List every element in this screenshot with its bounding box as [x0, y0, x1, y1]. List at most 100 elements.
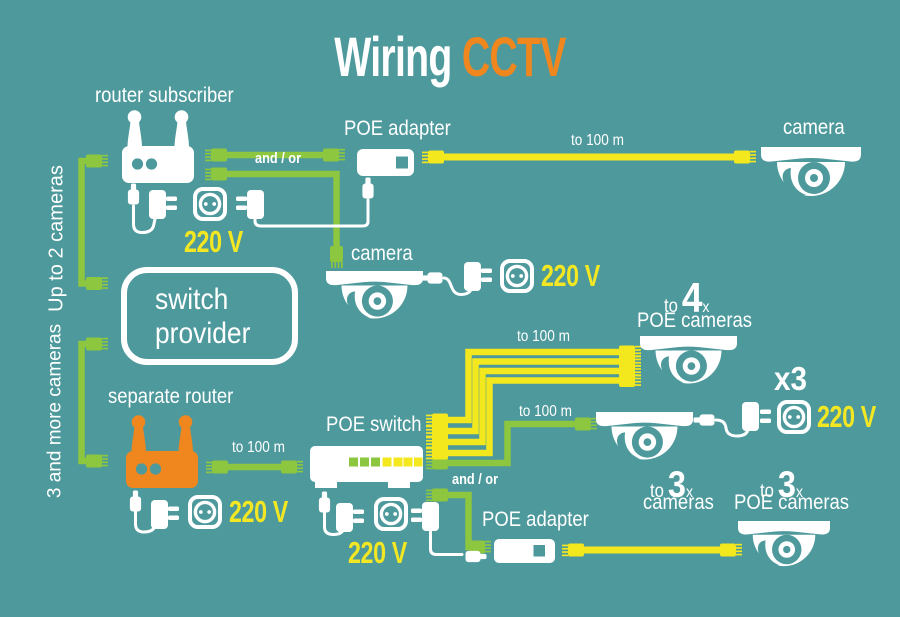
voltage-poe-switch: 220 V: [348, 535, 407, 570]
power-wires: [132, 198, 750, 556]
rj45-connector: [206, 460, 228, 474]
switch-provider-line1: switch: [155, 283, 229, 316]
rj45-connector: [562, 543, 584, 557]
bracket-label-up-to-2-cameras: Up to 2 cameras: [45, 165, 68, 312]
router-subscriber-icon: [122, 110, 194, 183]
poe-adapter1-label: POE adapter: [344, 117, 451, 140]
camera-top-right-icon: [761, 147, 861, 196]
camera-3x-poe-icon: [738, 521, 830, 567]
dc-plug-icon: [362, 177, 374, 199]
plug-prongs-icon: [411, 508, 422, 522]
rj45-connector: [323, 148, 345, 162]
voltage-cameras-x3: 220 V: [817, 399, 876, 434]
poe-switch-label: POE switch: [326, 413, 422, 436]
power-adapter-icon: [422, 502, 439, 531]
cable-length-bundle: to 100 m: [517, 328, 570, 345]
yellow-cables: [444, 153, 736, 554]
camera-3x-icon: [596, 412, 693, 460]
cable-length-single: to 100 m: [519, 403, 572, 420]
to-4x-count: 4: [681, 274, 703, 321]
rj45-connector: [426, 446, 448, 460]
dc-plug-icon: [421, 272, 443, 284]
socket-icon: [193, 187, 227, 221]
poe-adapter2-label: POE adapter: [482, 508, 589, 531]
separate-router-label: separate router: [108, 385, 234, 408]
to-3x-poe-prefix: to: [760, 481, 774, 502]
rj45-connector: [86, 337, 108, 351]
poe-switch-icon: [310, 446, 423, 488]
router1-power-wire: [132, 204, 157, 235]
cameras-3x-label: cameras: [643, 491, 714, 514]
voltage-router2: 220 V: [229, 494, 288, 529]
bundle-cable-3: [448, 367, 621, 446]
socket-icon: [500, 259, 534, 293]
camera-center-icon: [326, 271, 423, 319]
rj45-connector: [426, 488, 448, 502]
switch-provider-line2: provider: [155, 316, 251, 350]
poe-adapter2-power-wire: [429, 530, 464, 556]
bundle-cable-1: [448, 348, 621, 424]
socket-icon: [374, 497, 408, 531]
bracket-label-3-and-more-cameras: 3 and more cameras: [44, 323, 66, 499]
rj45-connector: [86, 154, 108, 168]
plug-prongs-icon: [760, 409, 771, 423]
camera-top-right-label: camera: [783, 116, 845, 139]
dc-plug-icon: [318, 491, 331, 513]
power-adapter-icon: [149, 190, 166, 219]
plug-prongs-icon: [236, 196, 247, 210]
power-adapter-icon: [742, 402, 759, 431]
power-adapter-icon: [151, 500, 168, 529]
rj45-connector: [422, 150, 444, 164]
bundle-cable-2: [448, 358, 621, 435]
poe-adapter1-power-wire: [253, 198, 370, 228]
power-adapter-icon: [464, 262, 481, 291]
cable-length-router2: to 100 m: [232, 439, 285, 456]
bracket-up-to-2-cable: [78, 157, 97, 287]
rj45-connector: [205, 148, 227, 162]
switch-provider-box: switch provider: [121, 267, 298, 365]
to-3x-prefix: to: [650, 481, 664, 502]
title-word-wiring: Wiring: [334, 25, 452, 88]
yellow-bundle: [448, 348, 621, 457]
power-adapter-icon: [247, 190, 264, 219]
rj45-connector: [205, 167, 227, 181]
plug-prongs-icon: [481, 268, 492, 282]
switch-to-poe-adapter-cable: [448, 491, 472, 551]
camera3-power-wire: [714, 418, 750, 438]
camera-center-label: camera: [351, 242, 413, 265]
socket-icon: [188, 495, 222, 529]
socket-icon: [777, 400, 811, 434]
rj45-connector: [86, 454, 108, 468]
to-3x-poe-count: 3: [777, 464, 796, 505]
to-4x-prefix: to: [664, 296, 678, 317]
multiplier-x3: x3: [774, 360, 808, 397]
separate-router-icon: [126, 415, 198, 488]
dc-plug-icon: [129, 490, 142, 512]
and-or-top: and / or: [255, 150, 302, 167]
router-subscriber-label: router subscriber: [95, 84, 234, 107]
poe-adapter1-icon: [357, 149, 414, 176]
to-3x-poe-suffix: x: [795, 484, 804, 501]
rj45-connector: [330, 246, 343, 268]
and-or-bottom: and / or: [452, 471, 499, 488]
plug-prongs-icon: [166, 196, 177, 210]
rj45-connector: [86, 277, 108, 290]
title-word-cctv: CCTV: [461, 25, 567, 88]
to-4x-suffix: x: [702, 299, 710, 316]
poe-adapter2-icon: [494, 539, 555, 563]
plug-prongs-icon: [353, 509, 364, 523]
bracket-3-more-cable: [78, 340, 97, 465]
rj45-connector: [734, 150, 756, 164]
dc-plug-icon: [693, 414, 715, 426]
to-3x-count: 3: [667, 464, 686, 505]
poe-cameras-3x-label: POE cameras: [734, 491, 850, 514]
voltage-camera1: 220 V: [541, 258, 600, 293]
rj45-connector: [575, 417, 597, 431]
rj45-connector: [619, 374, 641, 387]
camera-4x-poe-icon: [640, 336, 737, 384]
dc-plug-icon: [127, 183, 140, 205]
to-3x-suffix: x: [685, 484, 694, 501]
